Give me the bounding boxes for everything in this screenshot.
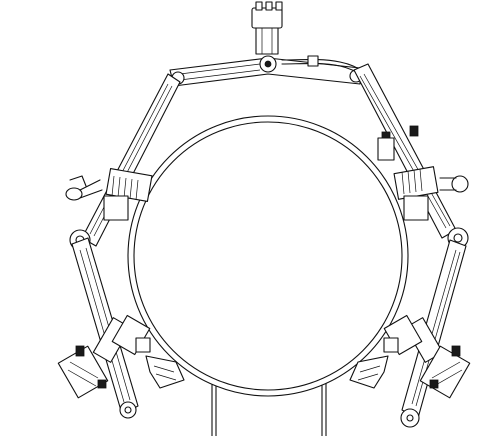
right-upper-clamp (377, 125, 469, 221)
top-drive-fitting (251, 1, 381, 95)
pipe-ring (127, 115, 409, 397)
right-lower-tool-assembly (349, 314, 471, 399)
pipe-column (211, 381, 327, 436)
left-upper-clamp (65, 168, 153, 221)
left-lower-tool-assembly (57, 314, 185, 399)
